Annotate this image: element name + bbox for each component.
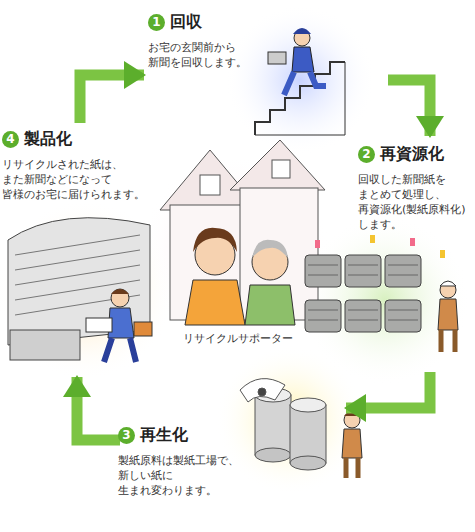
text-line: 製紙原料は製紙工場で、	[118, 453, 366, 468]
text-line: 回収した新聞紙を	[358, 172, 475, 187]
factory-worker	[342, 411, 362, 478]
cycle-arrow	[388, 80, 430, 136]
step-heading-row: 3 再生化	[118, 425, 366, 446]
step-title: 再生化	[140, 425, 188, 446]
step-description: リサイクルされた紙は、また新聞などになって皆様のお宅に届けられます。	[2, 157, 174, 202]
text-line: 皆様のお宅に届けられます。	[2, 187, 174, 202]
step-heading-row: 2 再資源化	[358, 144, 475, 165]
paper-flakes	[315, 235, 445, 258]
text-line: 新聞を回収します。	[148, 55, 390, 70]
text-line: お宅の玄関前から	[148, 40, 390, 55]
step-title: 再資源化	[380, 144, 444, 165]
text-line: また新聞などになって	[2, 172, 174, 187]
text-line: まとめて処理し、	[358, 187, 475, 202]
cycle-arrow	[80, 75, 144, 123]
text-line: リサイクルされた紙は、	[2, 157, 174, 172]
text-line: 新しい紙に	[118, 468, 366, 483]
step-description: 回収した新聞紙をまとめて処理し、再資源化(製紙原料化)します。	[358, 172, 475, 232]
step-heading-row: 1 回収	[148, 12, 390, 33]
center-label: リサイクルサポーター	[180, 331, 296, 346]
step-title: 製品化	[24, 129, 72, 150]
callout-number: 1	[148, 14, 165, 31]
worker-figure	[438, 281, 458, 352]
step-heading-row: 4 製品化	[2, 129, 174, 150]
step-node: 2 再資源化回収した新聞紙をまとめて処理し、再資源化(製紙原料化)します。	[358, 140, 475, 240]
step-node: 4 製品化リサイクルされた紙は、また新聞などになって皆様のお宅に届けられます。	[2, 125, 174, 373]
text-line: 生まれ変わります。	[118, 483, 366, 498]
delivery-man	[86, 289, 152, 362]
step-node: 3 再生化製紙原料は製紙工場で、新しい紙に生まれ変わります。	[118, 400, 366, 506]
callout-number: 3	[118, 427, 135, 444]
callout-number: 4	[2, 131, 19, 148]
collector-figure	[255, 28, 345, 135]
cycle-arrow	[346, 372, 430, 408]
paper-bales	[305, 255, 421, 332]
step-description: お宅の玄関前から新聞を回収します。	[148, 40, 390, 70]
step-node: 1 回収お宅の玄関前から新聞を回収します。	[148, 8, 390, 92]
step-title: 回収	[170, 12, 202, 33]
step-description: 製紙原料は製紙工場で、新しい紙に生まれ変わります。	[118, 453, 366, 498]
callout-number: 2	[358, 146, 375, 163]
text-line: します。	[358, 217, 475, 232]
cycle-arrow	[77, 377, 120, 440]
house-illustration	[160, 140, 325, 325]
text-line: 再資源化(製紙原料化)	[358, 202, 475, 217]
paper-rolls	[240, 379, 326, 470]
